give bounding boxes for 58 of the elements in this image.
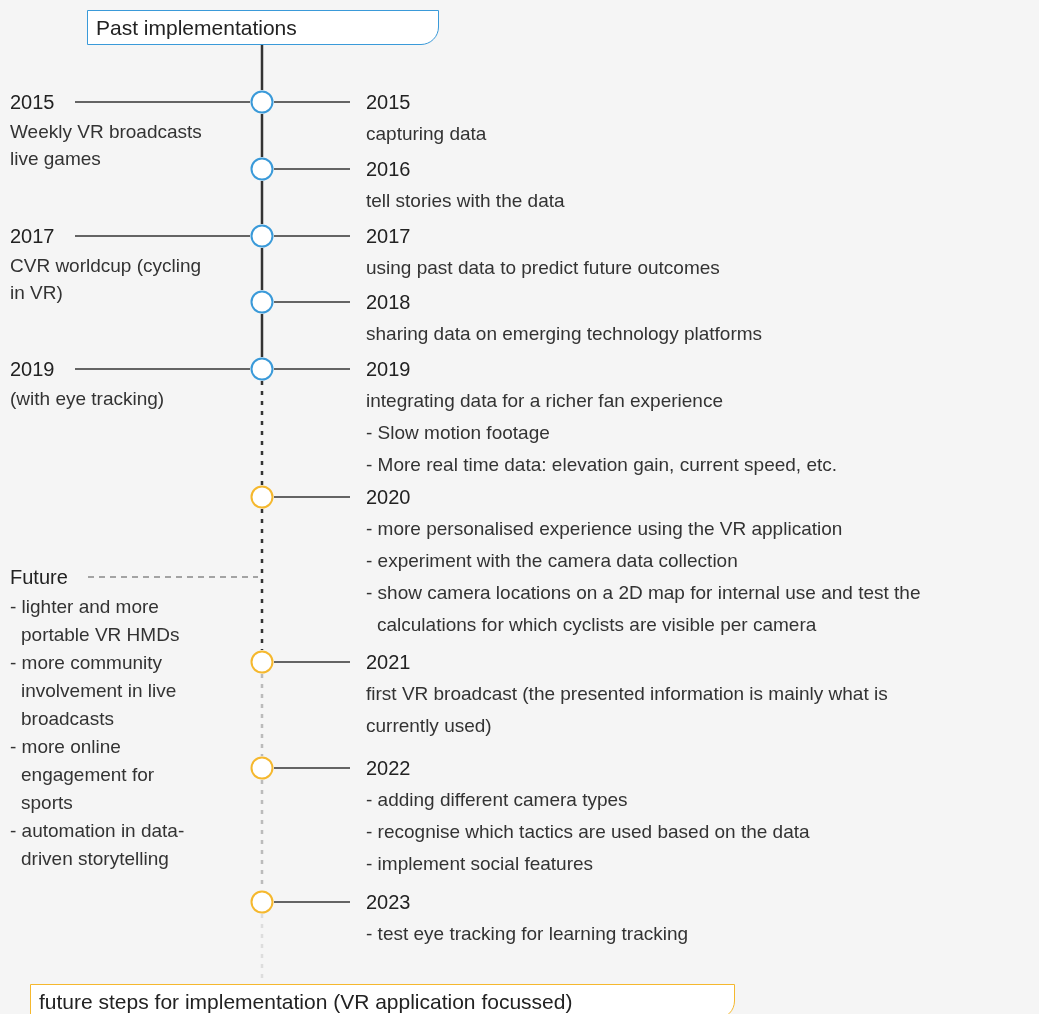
year-label: 2019: [366, 357, 412, 382]
description-text: Weekly VR broadcasts live games: [10, 120, 203, 171]
bullet-item: - lighter and more portable VR HMDs: [10, 595, 181, 647]
connector-line: [273, 168, 351, 170]
description-text: - test eye tracking for learning tracking: [366, 922, 690, 946]
bullet-item: - automation in data-driven storytelling: [10, 819, 185, 871]
year-label: 2022: [366, 756, 412, 781]
section-heading: Future: [10, 565, 69, 590]
connector-line: [87, 576, 259, 578]
bullet-item: - more personalised experience using the VR application: [366, 517, 844, 541]
timeline-line: [260, 45, 264, 90]
bullet-item: - adding different camera types: [366, 788, 629, 812]
description-text: capturing data: [366, 122, 488, 146]
connector-line: [273, 901, 351, 903]
year-label: 2017: [10, 224, 56, 249]
year-label: 2021: [366, 650, 412, 675]
section-footer: future steps for implementation (VR application focussed): [30, 984, 735, 1014]
year-label: 2023: [366, 890, 412, 915]
bullet-item: - show camera locations on a 2D map for internal use and test the calculations for which cyclists are visible per camera: [366, 581, 922, 637]
bullet-item: - Slow motion footage: [366, 421, 551, 445]
year-label: 2019: [10, 357, 56, 382]
description-text: tell stories with the data: [366, 189, 566, 213]
connector-line: [273, 368, 351, 370]
description-text: CVR worldcup (cycling in VR): [10, 254, 203, 305]
year-label: 2018: [366, 290, 412, 315]
year-label: 2015: [366, 90, 412, 115]
year-label: 2017: [366, 224, 412, 249]
description-text: (with eye tracking): [10, 387, 166, 411]
bullet-item: - more online engagement for sports: [10, 735, 156, 815]
description-text: first VR broadcast (the presented information is mainly what is currently used): [366, 682, 889, 738]
section-header: Past implementations: [87, 10, 439, 45]
connector-line: [273, 767, 351, 769]
connector-line: [273, 235, 351, 237]
connector-line: [273, 496, 351, 498]
connector-line: [74, 368, 251, 370]
timeline-line: [260, 381, 264, 485]
bullet-item: - experiment with the camera data collection: [366, 549, 739, 573]
description-text: integrating data for a richer fan experience: [366, 389, 724, 413]
timeline-line: [260, 114, 264, 157]
bullet-item: - more community involvement in live broadcasts: [10, 651, 178, 731]
description-text: sharing data on emerging technology platforms: [366, 322, 764, 346]
connector-line: [74, 101, 251, 103]
connector-line: [273, 101, 351, 103]
connector-line: [273, 661, 351, 663]
description-text: using past data to predict future outcomes: [366, 256, 721, 280]
timeline-line: [260, 248, 264, 290]
connector-line: [273, 301, 351, 303]
timeline-line: [260, 509, 264, 650]
bullet-item: - implement social features: [366, 852, 595, 876]
timeline-line: [260, 674, 264, 756]
timeline-line: [260, 314, 264, 357]
year-label: 2015: [10, 90, 56, 115]
bullet-item: - More real time data: elevation gain, current speed, etc.: [366, 453, 839, 477]
connector-line: [74, 235, 251, 237]
year-label: 2020: [366, 485, 412, 510]
year-label: 2016: [366, 157, 412, 182]
timeline-line: [260, 181, 264, 224]
bullet-item: - recognise which tactics are used based on the data: [366, 820, 811, 844]
